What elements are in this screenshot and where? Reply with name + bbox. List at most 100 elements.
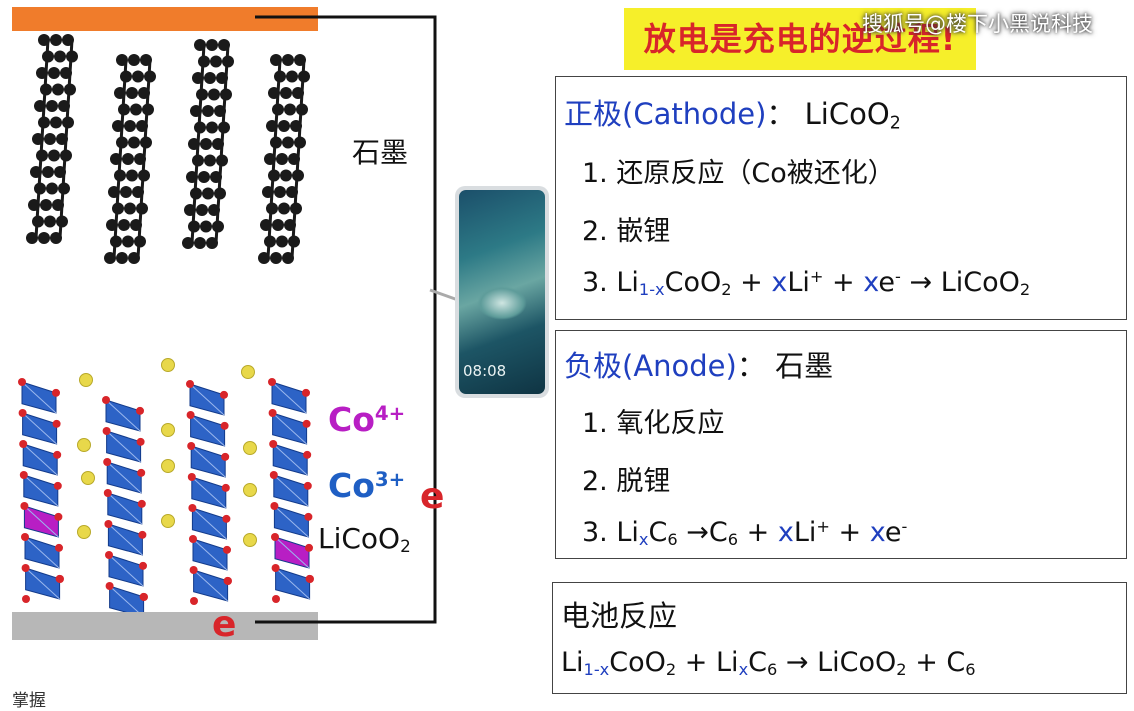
oxygen-atom: [136, 406, 144, 415]
carbon-atom: [118, 219, 130, 231]
phone-clock: 08:08: [463, 362, 507, 380]
octahedron-edge: [275, 567, 310, 600]
licoo2-layers: [18, 358, 314, 621]
carbon-atom: [114, 169, 126, 182]
octahedron-edge: [25, 567, 60, 600]
carbon-atom: [122, 235, 134, 248]
cathode-equation: 3. Li1-xCoO2 + xLi+ + xe- → LiCoO2: [582, 267, 1031, 300]
carbon-atom: [208, 88, 220, 101]
carbon-atom: [40, 83, 52, 96]
carbon-atom: [274, 70, 286, 83]
carbon-atom: [278, 202, 290, 215]
oxygen-atom: [52, 388, 60, 397]
carbon-atom: [192, 154, 204, 167]
oxygen-atom: [269, 471, 278, 479]
carbon-atom: [122, 153, 134, 165]
carbon-atom: [32, 215, 44, 228]
carbon-atom: [120, 70, 132, 83]
carbon-atom: [128, 136, 140, 149]
carbon-atom: [276, 153, 288, 165]
carbon-atom: [280, 169, 292, 182]
graphite-layers: [26, 34, 310, 264]
carbon-atom: [36, 149, 48, 162]
anode-material-label: 石墨: [352, 136, 409, 169]
oxygen-atom: [302, 419, 311, 428]
oxygen-atom: [102, 396, 110, 404]
carbon-atom: [276, 235, 288, 248]
octahedron-edge: [272, 443, 308, 476]
oxygen-atom: [54, 512, 63, 521]
carbon-atom: [116, 252, 128, 264]
oxygen-atom: [302, 388, 310, 397]
oxygen-atom: [306, 575, 314, 583]
carbon-atom: [270, 136, 282, 149]
battery-reaction-box: 电池反应 Li1-xCoO2 + LixC6 → LiCoO2 + C6: [552, 582, 1127, 694]
oxygen-atom: [137, 499, 146, 508]
electron-symbol-bottom: e: [212, 604, 237, 645]
oxygen-atom: [189, 535, 197, 543]
carbon-atom: [52, 83, 64, 96]
carbon-atom: [270, 252, 282, 264]
oxygen-atom: [186, 411, 195, 419]
external-circuit-wire: [255, 15, 437, 624]
carbon-atom: [282, 252, 294, 264]
phone-screen: 08:08: [459, 190, 545, 394]
octahedron-edge: [22, 412, 57, 445]
oxygen-atom: [19, 440, 28, 448]
oxygen-atom: [21, 533, 29, 541]
carbon-atom: [290, 202, 302, 215]
licoo2-column: [186, 380, 232, 605]
carbon-atom: [60, 149, 72, 162]
octahedron-edge: [105, 399, 141, 432]
carbon-atom: [280, 87, 292, 99]
watermark: 搜狐号@楼下小黑说科技: [862, 12, 1093, 36]
oxygen-atom: [188, 504, 197, 512]
cathode-item-1: 1. 还原反应（Co被还化）: [582, 158, 895, 189]
oxygen-atom: [22, 595, 30, 603]
carbon-atom: [26, 232, 38, 244]
carbon-atom: [46, 182, 58, 195]
carbon-atom: [118, 103, 130, 116]
carbon-atom: [202, 105, 214, 117]
carbon-atom: [206, 237, 218, 249]
graphite-stack: [182, 39, 234, 249]
carbon-atom: [134, 235, 146, 248]
oxygen-atom: [103, 458, 112, 466]
carbon-atom: [296, 103, 308, 116]
carbon-atom: [130, 103, 142, 116]
oxygen-atom: [20, 502, 29, 510]
anode-box: 负极(Anode)： 石墨 1. 氧化反应 2. 脱锂 3. LixC6 →C6…: [555, 330, 1127, 559]
anode-item-1: 1. 氧化反应: [582, 408, 725, 439]
carbon-atom: [264, 235, 276, 248]
carbon-atom: [48, 67, 60, 79]
oxygen-atom: [187, 442, 196, 450]
cathode-heading: 正极(Cathode)： LiCoO2: [564, 97, 901, 134]
carbon-atom: [190, 187, 202, 200]
octahedron-edge: [23, 474, 59, 507]
oxygen-atom: [136, 437, 145, 446]
electron-symbol-wire: e: [420, 476, 445, 517]
oxygen-atom: [303, 481, 312, 490]
lithium-ion: [161, 358, 175, 372]
carbon-atom: [202, 187, 214, 200]
carbon-atom: [116, 136, 128, 149]
anode-heading: 负极(Anode)： 石墨: [564, 349, 834, 383]
licoo2-column: [18, 378, 64, 603]
anode-current-collector: [12, 7, 318, 31]
carbon-atom: [64, 83, 76, 96]
oxygen-atom: [272, 595, 280, 603]
oxygen-atom: [138, 530, 147, 539]
carbon-atom: [56, 215, 68, 228]
octahedron-edge: [109, 585, 144, 618]
carbon-atom: [210, 55, 222, 68]
carbon-atom: [58, 182, 70, 195]
carbon-atom: [272, 103, 284, 116]
octahedron-edge: [190, 414, 225, 447]
carbon-atom: [288, 235, 300, 248]
carbon-atom: [182, 237, 194, 249]
oxygen-atom: [53, 450, 62, 459]
lithium-ion: [161, 423, 175, 437]
carbon-atom: [198, 55, 210, 68]
carbon-atom: [38, 232, 50, 244]
carbon-atom: [282, 136, 294, 149]
